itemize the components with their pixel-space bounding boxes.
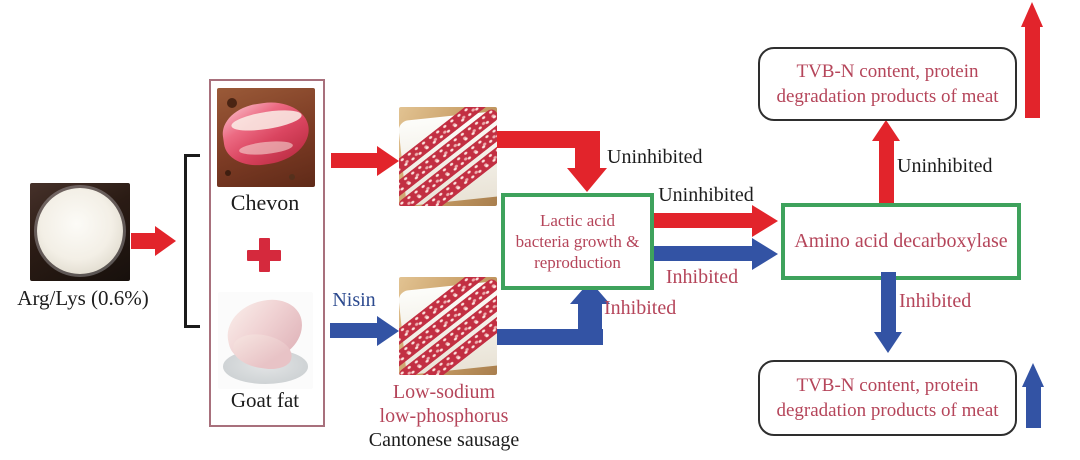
chevon-label: Chevon xyxy=(230,190,300,215)
arrow-shaft xyxy=(1026,387,1041,428)
uninhibited-label-mid: Uninhibited xyxy=(658,184,754,206)
arrow-shaft-vertical xyxy=(578,303,602,345)
bracket-icon xyxy=(184,154,200,328)
lactic-box-line3: reproduction xyxy=(534,253,621,272)
tvbn-top-line2: degradation products of meat xyxy=(776,86,999,107)
sausage-caption-line2: low-phosphorus xyxy=(379,405,509,427)
amino-box-label: Amino acid decarboxylase xyxy=(794,230,1008,252)
inhibited-label-decarboxylase: Inhibited xyxy=(899,290,972,312)
plus-vertical-bar xyxy=(259,238,270,272)
goat-fat-image xyxy=(218,292,313,389)
sausage-image-bottom xyxy=(399,277,497,375)
chevon-image xyxy=(217,88,315,187)
arrow-shaft xyxy=(881,272,896,333)
arrow-head xyxy=(567,168,607,192)
arrow-head xyxy=(1021,2,1043,27)
arrow-shaft xyxy=(879,140,894,203)
arrow-head xyxy=(752,205,778,237)
tvbn-bottom-line1: TVB-N content, protein xyxy=(796,375,979,396)
arrow-head xyxy=(752,238,778,270)
amino-acid-box: Amino acid decarboxylase xyxy=(781,203,1021,280)
arg-lys-powder-image xyxy=(30,183,130,281)
arrow-head xyxy=(377,316,399,346)
arrow-shaft xyxy=(331,153,377,168)
star-anise-shape xyxy=(227,98,237,108)
tvbn-top-line1: TVB-N content, protein xyxy=(796,61,979,82)
tvbn-top-box: TVB-N content, protein degradation produ… xyxy=(758,47,1017,121)
uninhibited-label-sausage: Uninhibited xyxy=(607,146,703,168)
tvbn-bottom-line2: degradation products of meat xyxy=(776,400,999,421)
uninhibited-label-decarboxylase: Uninhibited xyxy=(897,155,993,177)
sausage-caption-line3: Cantonese sausage xyxy=(368,429,520,451)
arrow-shaft xyxy=(131,233,155,249)
arrow-shaft-horizontal xyxy=(497,131,598,148)
sausage-image-top xyxy=(399,107,497,206)
arrow-shaft xyxy=(654,246,752,261)
lactic-box-line2: bacteria growth & xyxy=(515,232,640,251)
sausage-caption: Low-sodium low-phosphorus Cantonese saus… xyxy=(352,380,536,452)
plus-icon xyxy=(247,238,281,272)
lactic-box-line1: Lactic acid xyxy=(539,211,616,230)
arrow-head xyxy=(872,120,900,141)
arrow-head xyxy=(155,226,176,256)
nisin-label: Nisin xyxy=(332,289,376,311)
sausage-caption-line1: Low-sodium xyxy=(392,381,496,403)
arrow-head xyxy=(1022,363,1044,387)
arrow-head xyxy=(377,146,399,176)
arrow-shaft xyxy=(1025,27,1040,118)
powder-dish-shape xyxy=(37,187,123,275)
goat-fat-label: Goat fat xyxy=(230,388,300,412)
tvbn-bottom-box: TVB-N content, protein degradation produ… xyxy=(758,360,1017,436)
lactic-acid-box: Lactic acid bacteria growth & reproducti… xyxy=(501,193,654,290)
arrow-head xyxy=(874,332,902,353)
arg-lys-label: Arg/Lys (0.6%) xyxy=(17,286,149,310)
arrow-shaft-horizontal xyxy=(497,329,603,345)
inhibited-label-mid: Inhibited xyxy=(665,266,739,288)
inhibited-label-sausage: Inhibited xyxy=(604,297,677,319)
arrow-shaft-vertical xyxy=(575,131,600,169)
arrow-shaft xyxy=(654,213,752,228)
arrow-shaft xyxy=(330,323,377,338)
